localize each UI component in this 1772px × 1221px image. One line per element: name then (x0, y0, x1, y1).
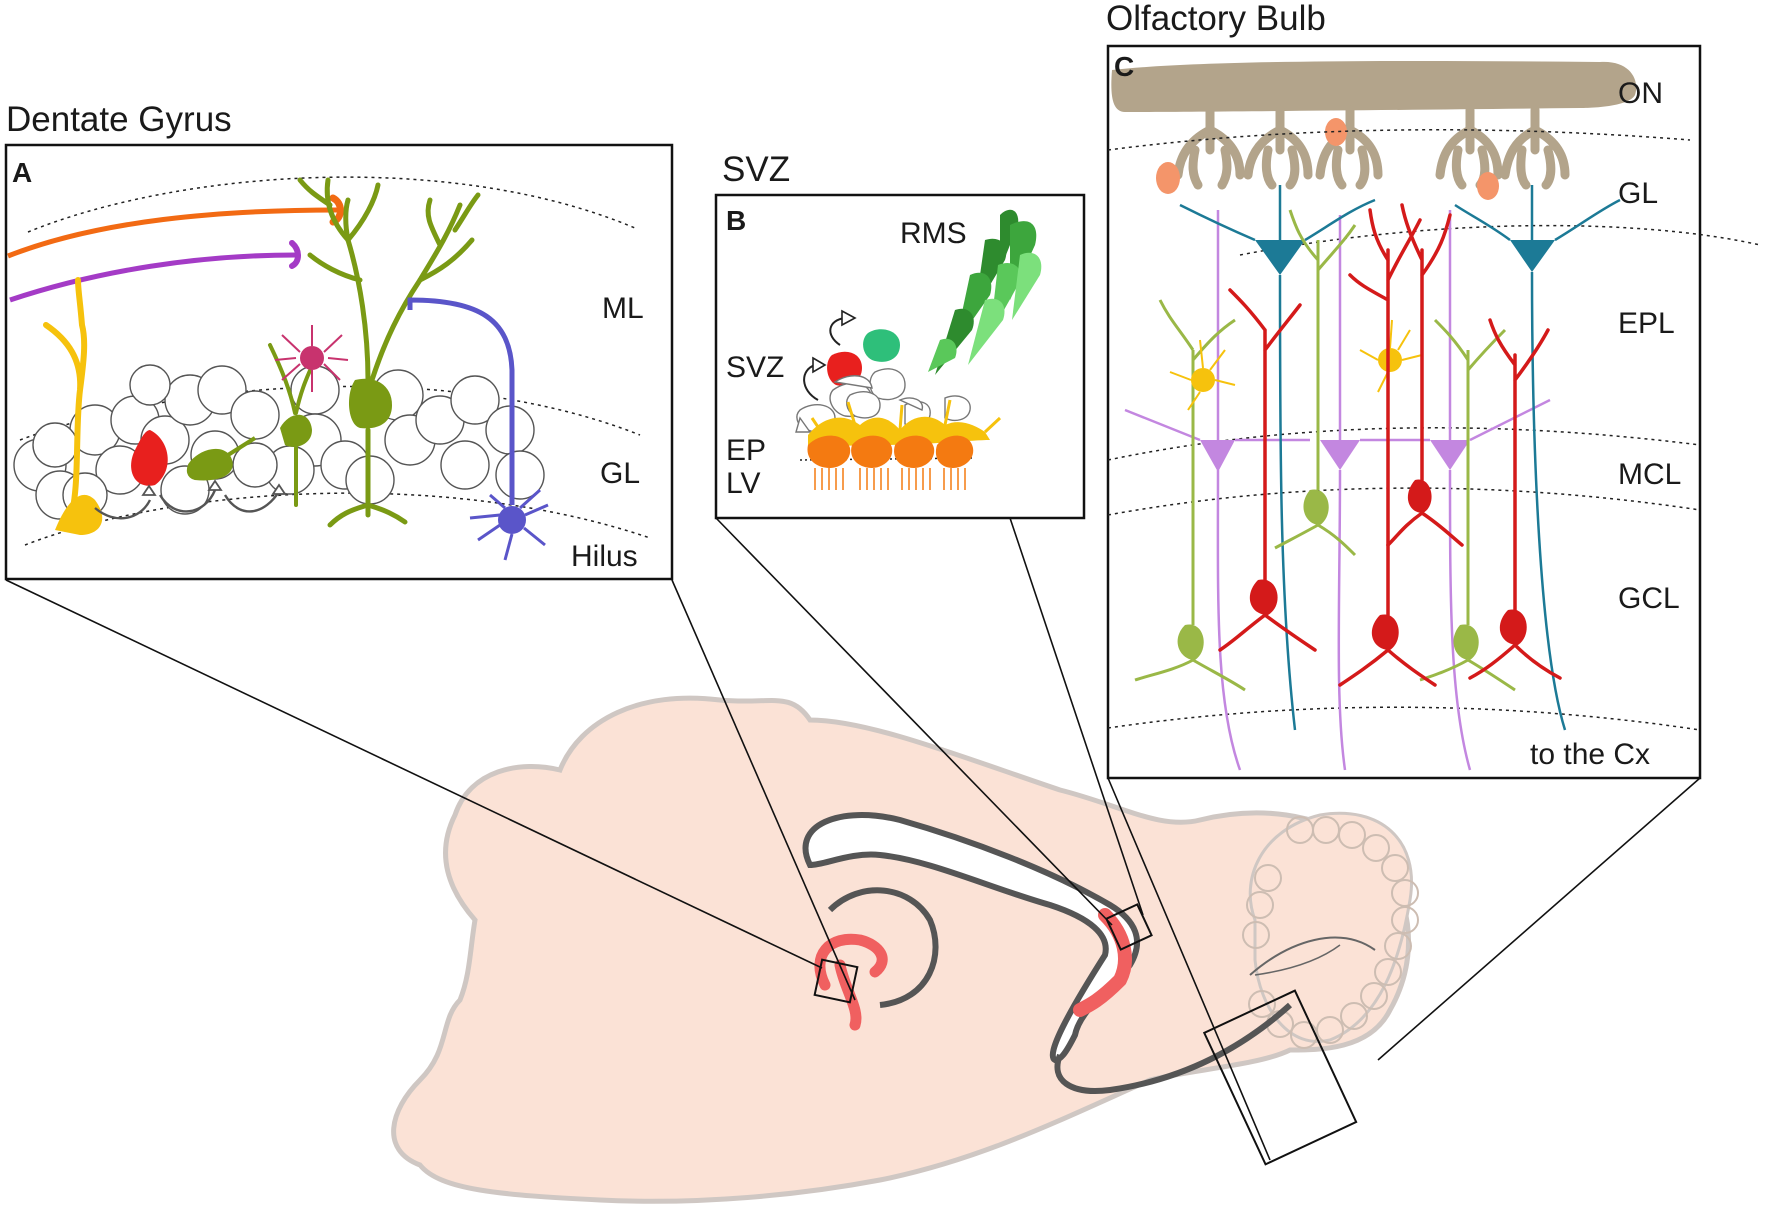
svz-stem-cells (795, 368, 971, 433)
panel-b-letter: B (726, 205, 746, 236)
panel-c-letter: C (1114, 51, 1134, 82)
lineage-arrowheads (141, 479, 287, 496)
radial-glia-body (55, 494, 103, 535)
magenta-interneuron-processes (274, 325, 349, 392)
brain-sagittal (391, 695, 1419, 1204)
svz-inset-box (1105, 903, 1153, 951)
magenta-interneuron (300, 346, 324, 370)
panel-olfactory-bulb: Olfactory Bulb C (1106, 0, 1761, 780)
dg-layer-gl: GL (600, 457, 640, 490)
svz-neuroblast (863, 329, 900, 362)
orange-perforant-axon (7, 207, 339, 259)
hippocampus-outline (827, 887, 939, 1008)
panel-a-letter: A (12, 157, 32, 188)
periglomerular-cells (1156, 118, 1499, 200)
svz-astrocyte-processes (810, 399, 1002, 434)
tufted-cells (1179, 185, 1621, 731)
ob-astrocytes (1169, 319, 1423, 411)
ob-granule-cells-green (1134, 209, 1516, 692)
ob-layer-gcl: GCL (1618, 582, 1680, 615)
immature-neuron-2 (280, 414, 312, 447)
svz-arrowhead-2 (841, 309, 857, 327)
blue-interneuron-axon (407, 297, 515, 505)
svz-arrow-2 (829, 317, 846, 346)
mature-granule-dendrites (297, 177, 481, 528)
ob-layer-epl: EPL (1618, 307, 1675, 340)
olfactory-bulb-title: Olfactory Bulb (1106, 0, 1326, 38)
gl-lower-boundary (24, 492, 651, 546)
ob-layer-mcl: MCL (1618, 458, 1681, 491)
ob-footer-to-cortex: to the Cx (1530, 738, 1650, 771)
ob-layer-gl: GL (1618, 177, 1658, 210)
ependymal-cilia (814, 468, 966, 490)
ob-layer-on: ON (1618, 77, 1663, 110)
dg-layer-ml: ML (602, 292, 644, 325)
immature-neuron-1 (186, 436, 257, 481)
lineage-arrows (94, 489, 282, 520)
purple-perforant-axon (9, 252, 297, 303)
svz-arrowhead-1 (812, 356, 827, 374)
panel-dentate-gyrus: Dentate Gyrus A (4, 100, 674, 581)
bulb-layer-line (1249, 936, 1376, 976)
svz-arrow-1 (803, 364, 819, 401)
mature-granule-cell-body (348, 378, 392, 429)
inset-connectors (5, 517, 1701, 1161)
mitral-cells (1124, 210, 1551, 771)
panel-svz: SVZ B RMS SVZ EP LV (714, 150, 1086, 520)
panel-b-frame (714, 193, 1086, 520)
rms-tract (1054, 1002, 1293, 1094)
ob-granule-cells-red (1218, 203, 1562, 687)
radial-glia (43, 277, 88, 523)
red-progenitor-cell (131, 430, 168, 486)
olfactory-bulb-lobe (1248, 811, 1413, 1043)
svz-label-rms: RMS (900, 217, 967, 250)
blue-interneuron-dendrites (469, 488, 549, 561)
olfactory-nerve (1111, 60, 1637, 112)
ob-inset-box (1202, 989, 1358, 1166)
bulb-layer-line-2 (1254, 944, 1341, 976)
dentate-gyrus-title: Dentate Gyrus (6, 100, 232, 139)
brain-outline (391, 695, 1412, 1204)
rms-migrating-chain (928, 209, 1042, 375)
svz-label-svz: SVZ (726, 351, 784, 384)
dg-layer-hilus: Hilus (571, 540, 638, 573)
blue-interneuron-body (498, 506, 526, 534)
panel-c-frame (1106, 44, 1702, 780)
svz-label-lv: LV (726, 467, 760, 500)
olfactory-glomeruli (1173, 105, 1570, 190)
ependymal-cells (807, 435, 974, 468)
svz-title: SVZ (722, 150, 790, 189)
ob-layer-boundaries (1107, 129, 1761, 731)
ml-boundary (27, 176, 636, 233)
lateral-ventricle (802, 812, 1141, 1064)
svz-zone (1073, 908, 1132, 1017)
purple-axon-terminal (289, 240, 301, 269)
svz-label-ep: EP (726, 434, 766, 467)
